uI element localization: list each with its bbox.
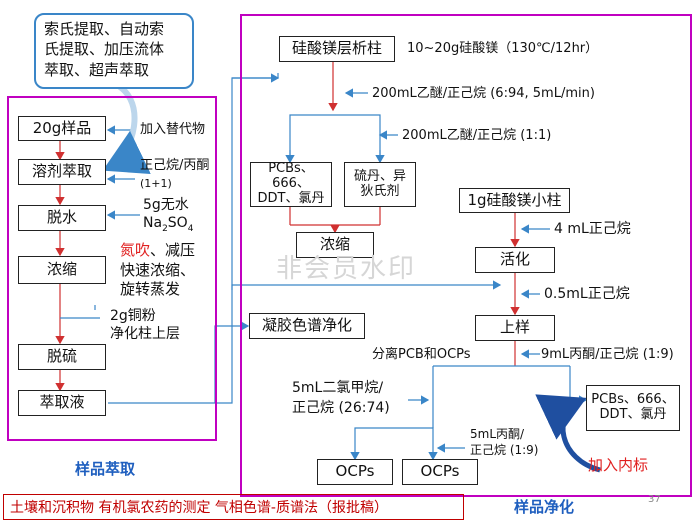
callout-line-1: 索氏提取、自动索 [44, 20, 165, 38]
watermark: 非会员水印 [276, 254, 417, 284]
box-florisil-column: 硅酸镁层析柱 [279, 36, 395, 62]
note-conc-line3: 旋转蒸发 [120, 280, 181, 298]
box-activate: 活化 [475, 247, 555, 273]
step-sample: 20g样品 [18, 116, 106, 141]
note-elute-3: 9mL丙酮/正己烷 (1:9) [541, 347, 674, 362]
box-fraction-endosulfan: 硫丹、异狄氏剂 [344, 162, 416, 207]
note-acetone-line1: 5mL丙酮/ [470, 427, 525, 441]
footer-title: 土壤和沉积物 有机氯农药的测定 气相色谱-质谱法（报批稿） [3, 494, 464, 520]
extraction-frame [7, 96, 217, 441]
step-solvent-extraction: 溶剂萃取 [18, 159, 106, 185]
note-desulf-line1: 2g铜粉 [110, 308, 156, 324]
note-sub-4: 4 [187, 223, 194, 234]
step-extract: 萃取液 [18, 390, 106, 416]
note-dehydrate-line2: Na2SO4 [143, 215, 193, 235]
note-dcm-line2: 正己烷 (26:74) [292, 400, 390, 417]
note-internal-standard: 加入内标 [588, 456, 649, 474]
callout-line-2: 氏提取、加压流体 [44, 40, 165, 59]
note-solvent-line1: 正己烷/丙酮 [140, 158, 210, 173]
box-ocps-1: OCPs [317, 459, 393, 485]
note-add-surrogate: 加入替代物 [140, 122, 206, 137]
fraction3-text: PCBs、666、DDT、氯丹 [591, 392, 675, 422]
section-title-extraction: 样品萃取 [75, 460, 136, 478]
note-dehydrate-line1: 5g无水 [143, 197, 189, 213]
note-florisil-amount: 10~20g硅酸镁（130℃/12hr） [407, 41, 599, 56]
cleanup-frame [240, 14, 692, 497]
box-gpc: 凝胶色谱净化 [249, 313, 365, 339]
callout-line-3: 萃取、超声萃取 [44, 60, 150, 79]
fraction2-text: 硫丹、异狄氏剂 [353, 168, 406, 199]
note-dcm: 5mL二氯甲烷/ 正己烷 (26:74) [292, 378, 390, 419]
section-title-cleanup: 样品净化 [514, 498, 575, 516]
note-activate-solvent: 4 mL正己烷 [554, 221, 631, 237]
note-conc-line2: 快速浓缩、 [120, 260, 196, 279]
note-so: SO [167, 215, 188, 231]
note-sub-2: 2 [162, 223, 168, 234]
note-acetone: 5mL丙酮/ 正己烷 (1:9) [470, 427, 539, 458]
box-concentrate: 浓缩 [296, 232, 374, 258]
step-dehydration: 脱水 [18, 205, 106, 231]
note-dcm-line1: 5mL二氯甲烷/ [292, 380, 384, 396]
note-desulf-line2: 净化柱上层 [110, 326, 180, 343]
box-ocps-2: OCPs [402, 459, 478, 485]
box-fraction-pcbs: PCBs、666、DDT、氯丹 [250, 161, 332, 207]
step-concentration: 浓缩 [18, 256, 106, 284]
page-number: 37 [648, 494, 661, 505]
box-fraction-pcbs-final: PCBs、666、DDT、氯丹 [586, 385, 680, 431]
note-nitrogen-blow: 氮吹 [120, 241, 151, 259]
note-na: Na [143, 215, 163, 231]
note-solvent-line2: (1+1) [140, 177, 172, 190]
note-separate: 分离PCB和OCPs [372, 347, 471, 362]
step-desulfurization: 脱硫 [18, 344, 106, 370]
box-load: 上样 [475, 315, 555, 341]
box-mini-column: 1g硅酸镁小柱 [459, 188, 570, 213]
note-desulf: 2g铜粉 净化柱上层 [110, 307, 180, 343]
note-elute-1: 200mL乙醚/正己烷 (6:94, 5mL/min) [372, 86, 595, 101]
note-concentration: 氮吹、减压 快速浓缩、 旋转蒸发 [120, 241, 195, 300]
extraction-methods-callout: 索氏提取、自动索 氏提取、加压流体 萃取、超声萃取 [34, 13, 194, 89]
fraction1-text: PCBs、666、DDT、氯丹 [257, 161, 325, 206]
note-acetone-line2: 正己烷 (1:9) [470, 442, 539, 457]
note-elute-2: 200mL乙醚/正己烷 (1:1) [402, 128, 552, 143]
note-load-solvent: 0.5mL正己烷 [544, 286, 630, 302]
note-conc-line1: 、减压 [150, 241, 196, 259]
